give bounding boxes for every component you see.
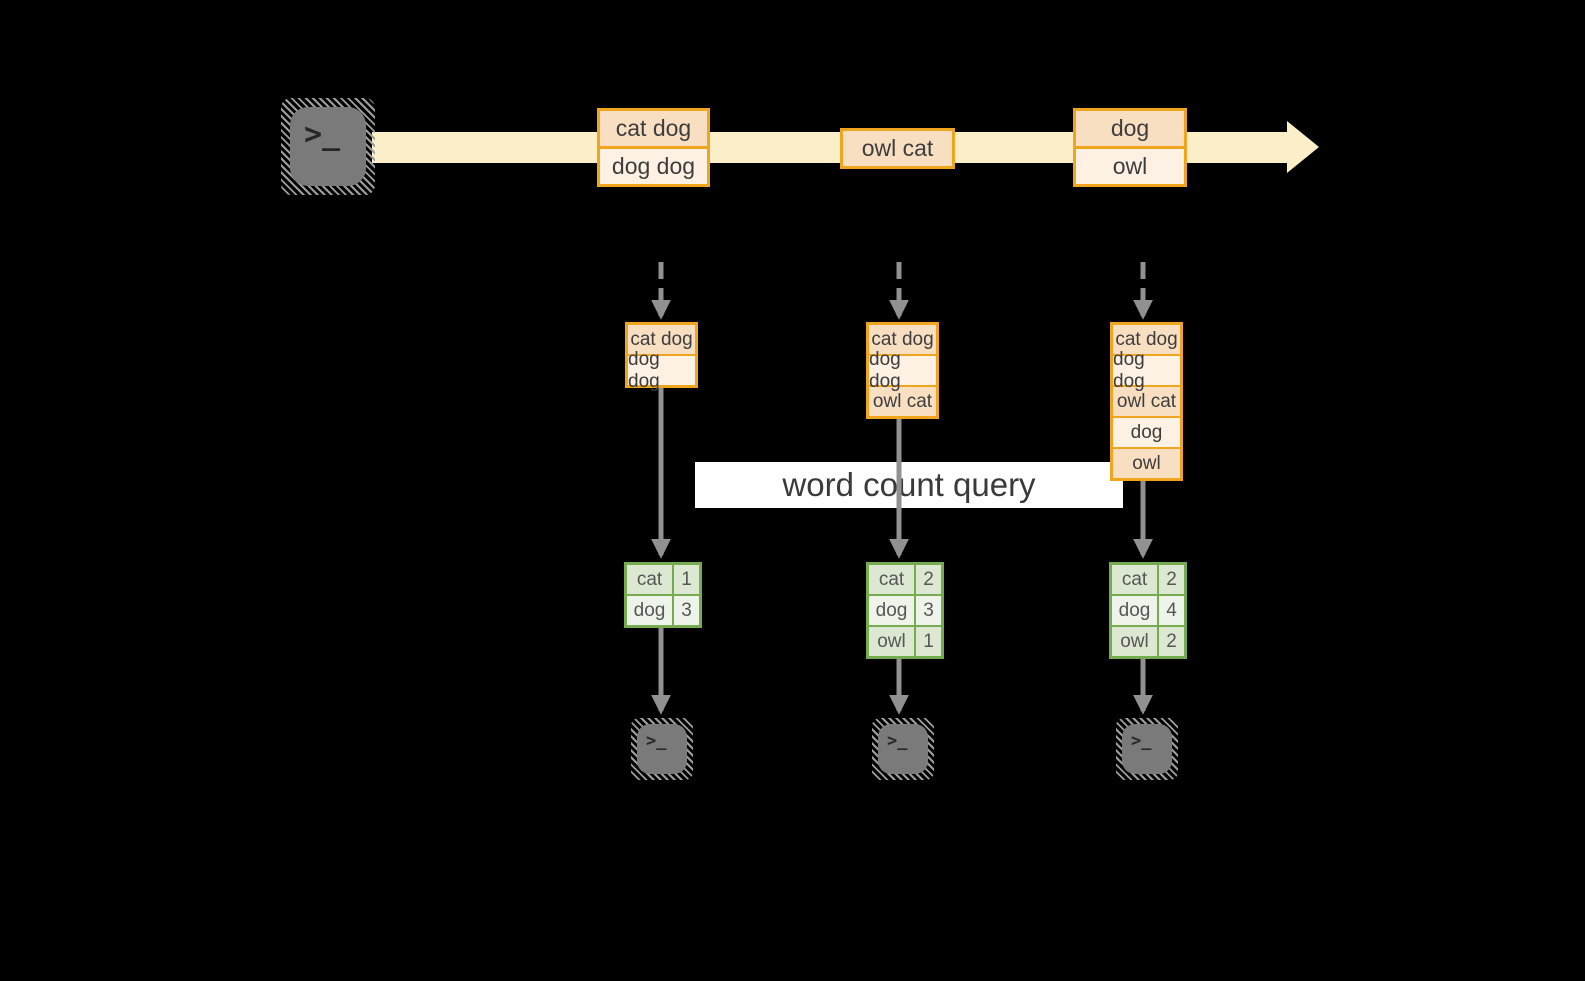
count-word: cat [627, 565, 674, 594]
word-line: cat dog [628, 325, 695, 354]
word-line: dog [1113, 416, 1180, 447]
count-value: 2 [916, 565, 941, 594]
terminal-prompt: >_ [290, 107, 366, 186]
word-line: owl cat [843, 131, 952, 166]
count-value: 4 [1159, 596, 1184, 625]
source-terminal-icon: >_ [281, 98, 375, 195]
count-value: 2 [1159, 627, 1184, 656]
word-line: cat dog [600, 111, 707, 146]
sink-terminal-icon-1: >_ [631, 718, 693, 780]
word-line: dog dog [600, 146, 707, 184]
word-line: dog [1076, 111, 1184, 146]
word-line: owl cat [1113, 385, 1180, 416]
query-label: word count query [695, 462, 1123, 508]
word-line: owl cat [869, 385, 936, 416]
count-word: owl [869, 627, 916, 656]
count-value: 3 [674, 596, 699, 625]
terminal-prompt: >_ [637, 724, 687, 774]
word-line: cat dog [1113, 325, 1180, 354]
stream-batch-2: owl cat [840, 128, 955, 169]
terminal-prompt: >_ [1122, 724, 1172, 774]
count-word: dog [1112, 596, 1159, 625]
count-word: owl [1112, 627, 1159, 656]
word-line: dog dog [869, 349, 936, 392]
word-line: cat dog [869, 325, 936, 354]
word-line: dog dog [628, 349, 695, 392]
word-line: owl [1076, 146, 1184, 184]
count-word: cat [869, 565, 916, 594]
count-value: 3 [916, 596, 941, 625]
count-value: 1 [916, 627, 941, 656]
sink-terminal-icon-3: >_ [1116, 718, 1178, 780]
word-line: dog dog [1113, 349, 1180, 392]
sink-terminal-icon-2: >_ [872, 718, 934, 780]
word-line: owl [1113, 447, 1180, 478]
count-word: cat [1112, 565, 1159, 594]
count-value: 1 [674, 565, 699, 594]
count-word: dog [627, 596, 674, 625]
count-word: dog [869, 596, 916, 625]
count-value: 2 [1159, 565, 1184, 594]
terminal-prompt: >_ [878, 724, 928, 774]
stream-arrowhead [1287, 121, 1319, 173]
